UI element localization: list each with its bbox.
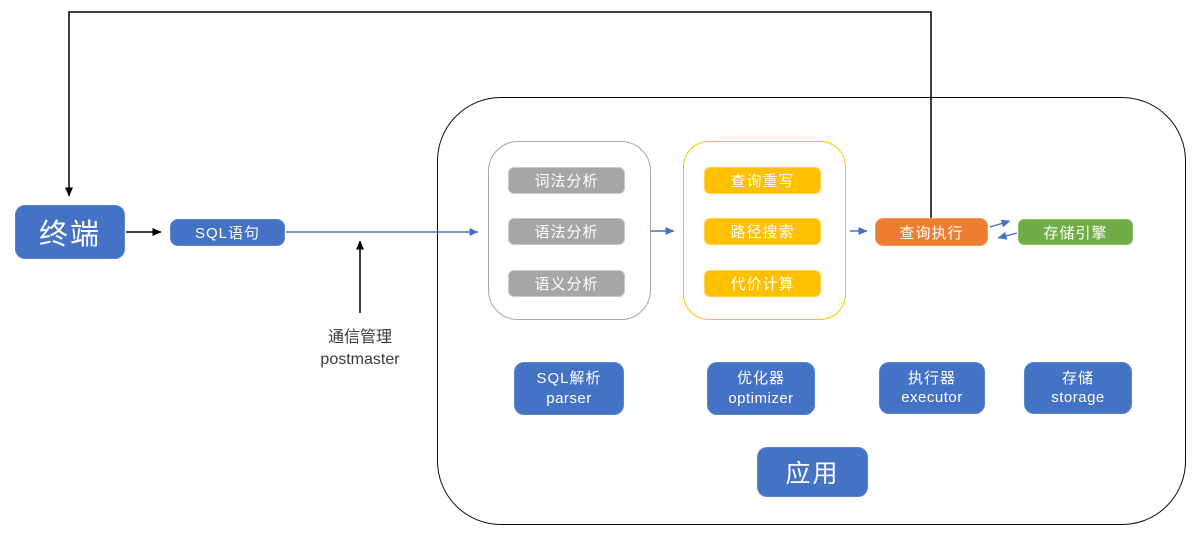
parser-step-semantic-label: 语义分析 — [534, 276, 599, 293]
optimizer-step-cost-calc: 代价计算 — [704, 270, 821, 297]
module-executor: 执行器 executor — [879, 362, 985, 414]
module-optimizer-en: optimizer — [728, 389, 794, 407]
parser-step-lexical: 词法分析 — [508, 167, 625, 194]
storage-engine-label: 存储引擎 — [1043, 224, 1108, 242]
parser-step-syntax-label: 语法分析 — [534, 224, 599, 241]
module-parser: SQL解析 parser — [514, 362, 624, 415]
parser-step-syntax: 语法分析 — [508, 218, 625, 245]
module-executor-en: executor — [901, 389, 963, 406]
optimizer-step-cost-calc-label: 代价计算 — [730, 276, 795, 293]
optimizer-step-rewrite: 查询重写 — [704, 167, 821, 194]
storage-engine-node: 存储引擎 — [1018, 219, 1133, 245]
module-executor-zh: 执行器 — [907, 369, 956, 387]
sql-statement-node: SQL语句 — [170, 219, 285, 246]
comm-manager-en: postmaster — [320, 351, 400, 369]
module-parser-zh: SQL解析 — [536, 370, 602, 387]
module-optimizer: 优化器 optimizer — [707, 362, 815, 415]
application-label: 应用 — [785, 460, 840, 488]
module-optimizer-zh: 优化器 — [736, 370, 785, 387]
optimizer-step-rewrite-label: 查询重写 — [730, 173, 795, 190]
terminal-label: 终端 — [38, 219, 101, 251]
terminal-node: 终端 — [15, 205, 125, 259]
sql-statement-label: SQL语句 — [194, 225, 260, 242]
optimizer-step-path-search: 路径搜索 — [704, 218, 821, 245]
module-storage: 存储 storage — [1024, 362, 1132, 414]
comm-manager-zh: 通信管理 — [327, 329, 392, 346]
module-parser-en: parser — [546, 389, 592, 407]
comm-manager-label: 通信管理 postmaster — [295, 327, 425, 372]
query-execution-node: 查询执行 — [875, 218, 988, 246]
optimizer-step-path-search-label: 路径搜索 — [730, 224, 795, 241]
parser-step-semantic: 语义分析 — [508, 270, 625, 297]
module-storage-en: storage — [1051, 389, 1105, 406]
query-execution-label: 查询执行 — [899, 224, 964, 242]
parser-step-lexical-label: 词法分析 — [534, 173, 599, 190]
module-storage-zh: 存储 — [1061, 369, 1094, 387]
application-node: 应用 — [757, 447, 868, 497]
